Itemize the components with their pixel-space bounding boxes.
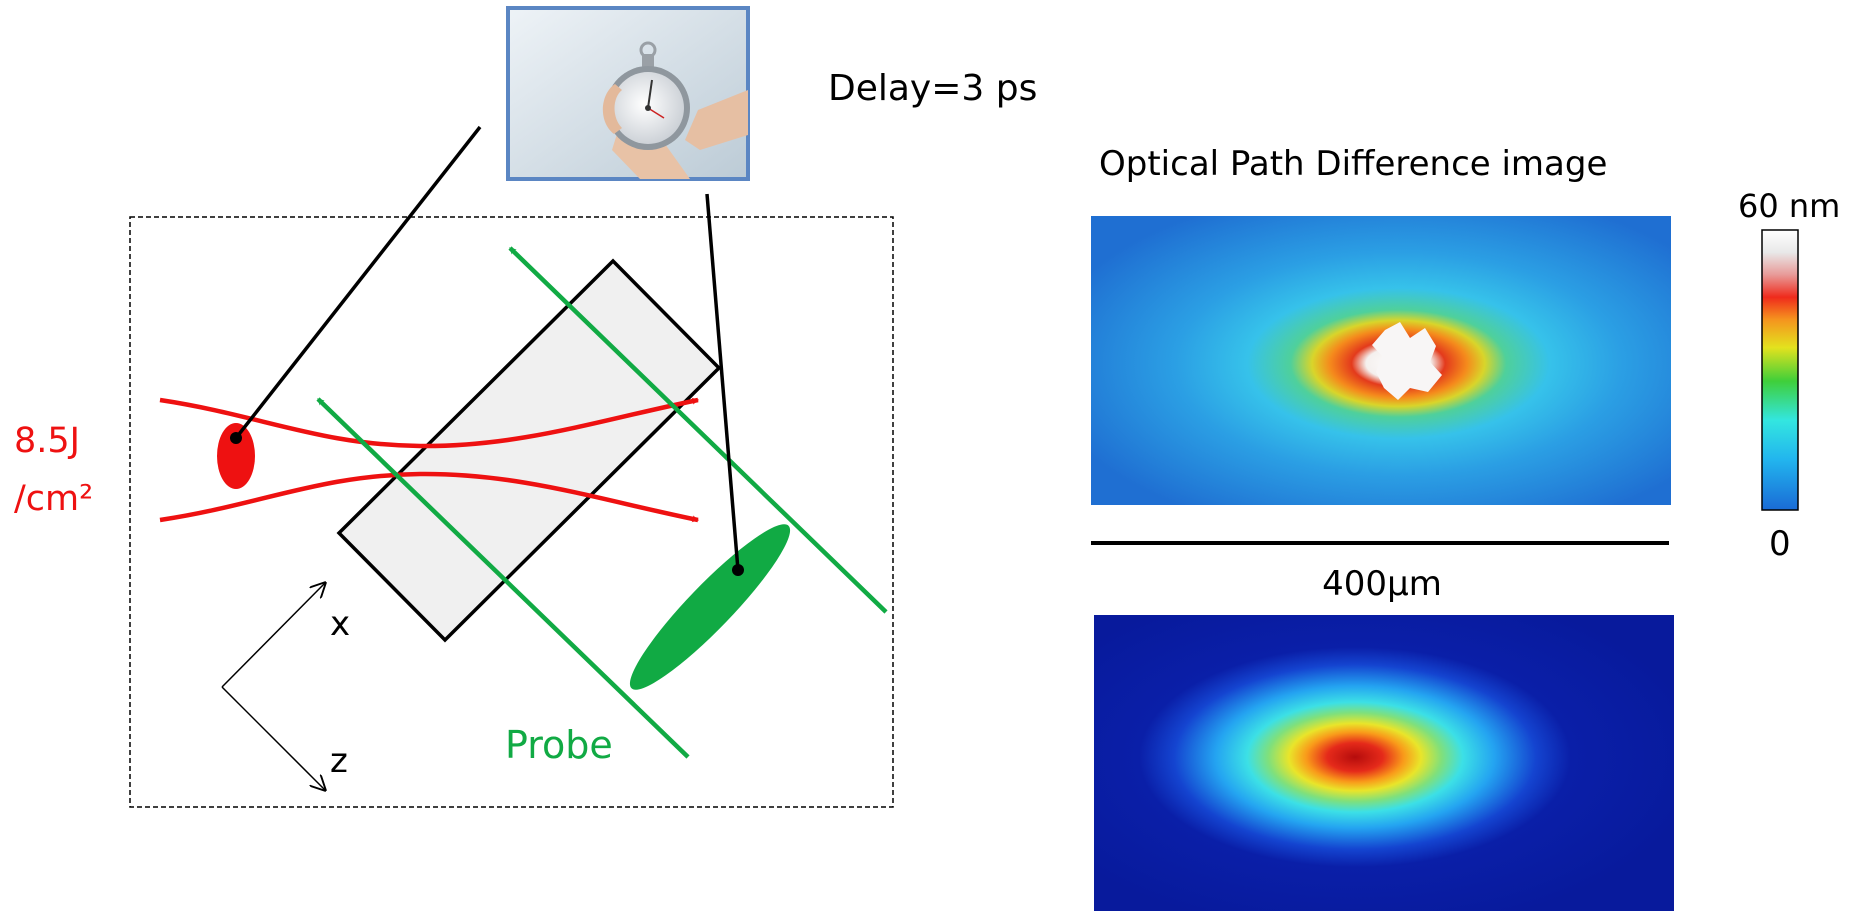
opd-title: Optical Path Difference image	[1099, 144, 1607, 184]
pump-beam-lower	[159, 471, 700, 523]
colorbar	[1761, 229, 1799, 511]
colorbar-min-label: 0	[1769, 524, 1791, 564]
axis-z-label: z	[330, 741, 348, 781]
stopwatch-photo-icon	[506, 6, 750, 181]
setup-frame	[129, 216, 894, 808]
leader-dot-pump	[230, 432, 242, 444]
opd-hot-spot	[1372, 322, 1442, 400]
sample-slab	[336, 258, 722, 643]
pump-beam-upper	[159, 397, 700, 449]
fluence-label-line2: /cm²	[14, 479, 93, 519]
scale-bar-label: 400µm	[1322, 564, 1442, 604]
fluence-label-line1: 8.5J	[14, 421, 80, 461]
opd-simulated-image	[1094, 615, 1674, 911]
probe-spot	[629, 524, 791, 690]
leader-line-probe	[705, 193, 740, 571]
probe-beam-left	[316, 397, 690, 759]
axis-x-arrow	[221, 583, 325, 688]
colorbar-max-label: 60 nm	[1738, 187, 1840, 225]
leader-line-pump	[234, 125, 482, 440]
axis-z-arrow	[221, 686, 325, 790]
pump-spot	[217, 423, 255, 489]
axis-x-label: x	[330, 604, 350, 644]
leader-dot-probe	[732, 564, 744, 576]
probe-label: Probe	[505, 723, 613, 767]
delay-label: Delay=3 ps	[828, 68, 1037, 109]
probe-beam-right	[508, 246, 888, 614]
